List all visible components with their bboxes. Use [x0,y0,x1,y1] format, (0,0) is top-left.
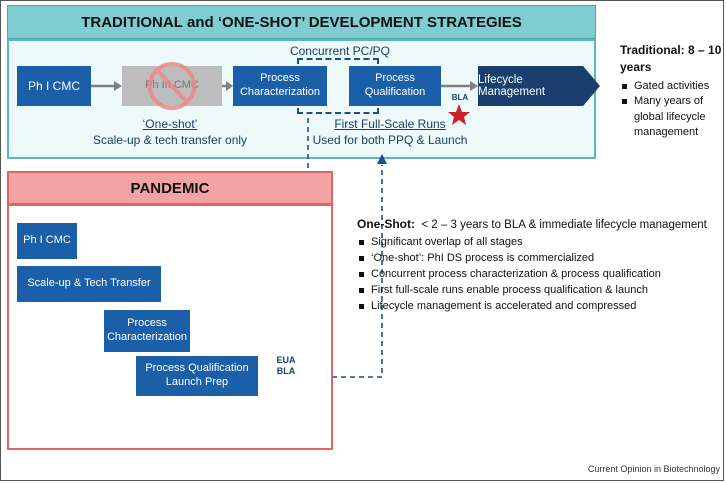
concurrent-label: Concurrent PC/PQ [289,44,391,58]
trad-ph1-cmc: Ph I CMC [17,66,91,106]
trad-bla-label: BLA [451,93,469,102]
traditional-note-bullet: Gated activities [620,79,724,94]
pand-eua-label: EUA [276,355,296,365]
pand-ph1-cmc: Ph I CMC [17,223,77,259]
fullscale-label: First Full-Scale Runs Used for both PPQ … [290,117,490,148]
oneshot-note-title: One-Shot: [357,217,415,231]
traditional-header: TRADITIONAL and ‘ONE-SHOT’ DEVELOPMENT S… [7,5,596,39]
traditional-note-title: Traditional: 8 – 10 years [620,43,722,75]
trad-lifecycle-shape [478,66,600,106]
oneshot-note-bullet: Concurrent process characterization & pr… [357,267,722,283]
oneshot-title: ‘One-shot’ [142,117,198,131]
trad-lifecycle-label: Lifecycle Management [478,74,546,98]
oneshot-note-bullet: Significant overlap of all stages [357,235,722,251]
oneshot-sub: Scale-up & tech transfer only [92,132,248,147]
oneshot-label: ‘One-shot’ Scale-up & tech transfer only [40,117,300,148]
pand-lifecycle-label: Lifecycle Management [234,408,300,434]
traditional-note-bullet: Many years of global lifecycle managemen… [620,94,724,140]
fullscale-sub: Used for both PPQ & Launch [312,132,468,147]
fullscale-title: First Full-Scale Runs [334,117,446,131]
oneshot-note-bullet: ‘One-shot’: PhI DS process is commercial… [357,251,722,267]
header-title-bold: TRADITIONAL [81,13,183,31]
trad-bla-star-icon [448,104,470,125]
header-title-rest: ‘ONE-SHOT’ DEVELOPMENT STRATEGIES [217,13,522,31]
pand-scaleup: Scale-up & Tech Transfer [17,266,161,302]
trad-process-characterization: Process Characterization [233,66,327,106]
pand-process-qualification: Process Qualification Launch Prep [136,356,258,396]
oneshot-note: One-Shot: < 2 – 3 years to BLA & immedia… [357,216,722,315]
trad-process-qualification: Process Qualification [349,66,441,106]
oneshot-note-bullet: First full-scale runs enable process qua… [357,283,722,299]
pand-eua-bla-label: EUA BLA [268,355,304,378]
pand-bla-label: BLA [276,366,296,377]
oneshot-note-title-rest: < 2 – 3 years to BLA & immediate lifecyc… [415,219,707,231]
prohibited-icon [148,62,196,110]
oneshot-note-heading: One-Shot: < 2 – 3 years to BLA & immedia… [357,216,722,233]
header-title-mid: and [182,13,218,31]
pand-process-characterization: Process Characterization [104,310,190,352]
traditional-note: Traditional: 8 – 10 years Gated activiti… [620,42,724,140]
pandemic-header: PANDEMIC [7,171,333,205]
credit-line: Current Opinion in Biotechnology [587,464,720,474]
oneshot-note-bullet: Lifecycle management is accelerated and … [357,299,722,315]
